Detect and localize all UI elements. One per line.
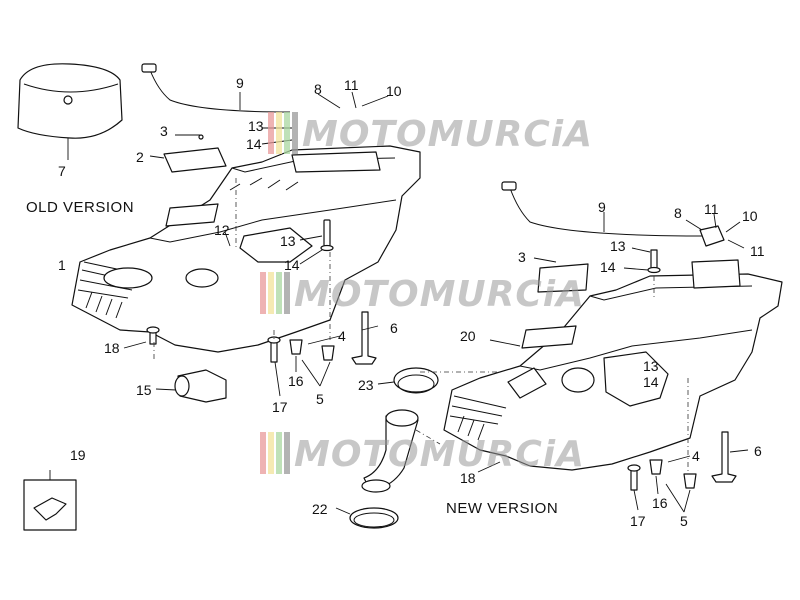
callout-13: 13: [280, 233, 296, 249]
callout-13-new-top: 13: [610, 238, 626, 254]
old-version-caption: OLD VERSION: [26, 199, 134, 216]
new-version-caption: NEW VERSION: [446, 500, 558, 517]
callout-6-new: 6: [754, 443, 762, 459]
tray-vents-new: [449, 395, 507, 441]
callout-18-new: 18: [460, 470, 476, 486]
callout-3-new: 3: [518, 249, 526, 265]
callout-7: 7: [58, 163, 66, 179]
clip-part: [351, 311, 377, 365]
cable-part: [149, 69, 291, 113]
callout-5: 5: [316, 391, 324, 407]
callout-16: 16: [288, 373, 304, 389]
watermark-text: MOTOMURCiA: [294, 274, 585, 315]
old-callouts: 7 9 8 11 10 3 13 14 2 12 13 14 1 18 15 4…: [58, 75, 402, 463]
callout-11-new: 11: [750, 243, 765, 259]
callout-13-top: 13: [248, 118, 264, 134]
callout-17-new: 17: [630, 513, 646, 529]
callout-22: 22: [312, 501, 328, 517]
detail-box-19: [23, 470, 77, 531]
callout-11-new-top: 11: [704, 201, 719, 217]
callout-2: 2: [136, 149, 144, 165]
cable-part-new: [509, 187, 707, 237]
new-version-assembly: [335, 181, 783, 529]
callout-9: 9: [236, 75, 244, 91]
callout-4-new: 4: [692, 448, 700, 464]
watermark-text: MOTOMURCiA: [302, 114, 593, 155]
callout-14: 14: [284, 257, 300, 273]
callout-1: 1: [58, 257, 66, 273]
callout-6: 6: [390, 320, 398, 336]
hose-clamp-part-lower: [349, 507, 399, 529]
callout-20: 20: [460, 328, 476, 344]
watermark-text: MOTOMURCiA: [294, 434, 585, 475]
callout-14-top: 14: [246, 136, 262, 152]
clip-part-new: [711, 431, 737, 483]
callout-8-new: 8: [674, 205, 682, 221]
callout-8: 8: [314, 81, 322, 97]
watermark-top: MOTOMURCiA: [268, 112, 593, 155]
callout-11: 11: [344, 77, 359, 93]
watermark-bottom: MOTOMURCiA: [260, 432, 585, 475]
cover-bag-button: [63, 95, 73, 105]
callout-9-new: 9: [598, 199, 606, 215]
callout-23: 23: [358, 377, 374, 393]
small-plate-part: [163, 147, 227, 173]
hose-clamp-part: [393, 367, 439, 393]
callout-3: 3: [160, 123, 168, 139]
callout-15: 15: [136, 382, 152, 398]
assembly-lines: [153, 178, 689, 472]
new-callouts: 9 8 11 10 11 13 14 3 20 13 14 23 18 4 6 …: [312, 199, 765, 529]
callout-10-new: 10: [742, 208, 758, 224]
callout-12: 12: [214, 222, 230, 238]
callout-14-new: 14: [643, 374, 659, 390]
callout-16-new: 16: [652, 495, 668, 511]
old-version-assembly: [17, 63, 421, 403]
callout-19: 19: [70, 447, 86, 463]
callout-5-new: 5: [680, 513, 688, 529]
callout-18: 18: [104, 340, 120, 356]
callout-14-new-top: 14: [600, 259, 616, 275]
watermark-middle: MOTOMURCiA: [260, 272, 585, 315]
callout-17: 17: [272, 399, 288, 415]
callout-13-new: 13: [643, 358, 659, 374]
callout-4: 4: [338, 328, 346, 344]
callout-10: 10: [386, 83, 402, 99]
